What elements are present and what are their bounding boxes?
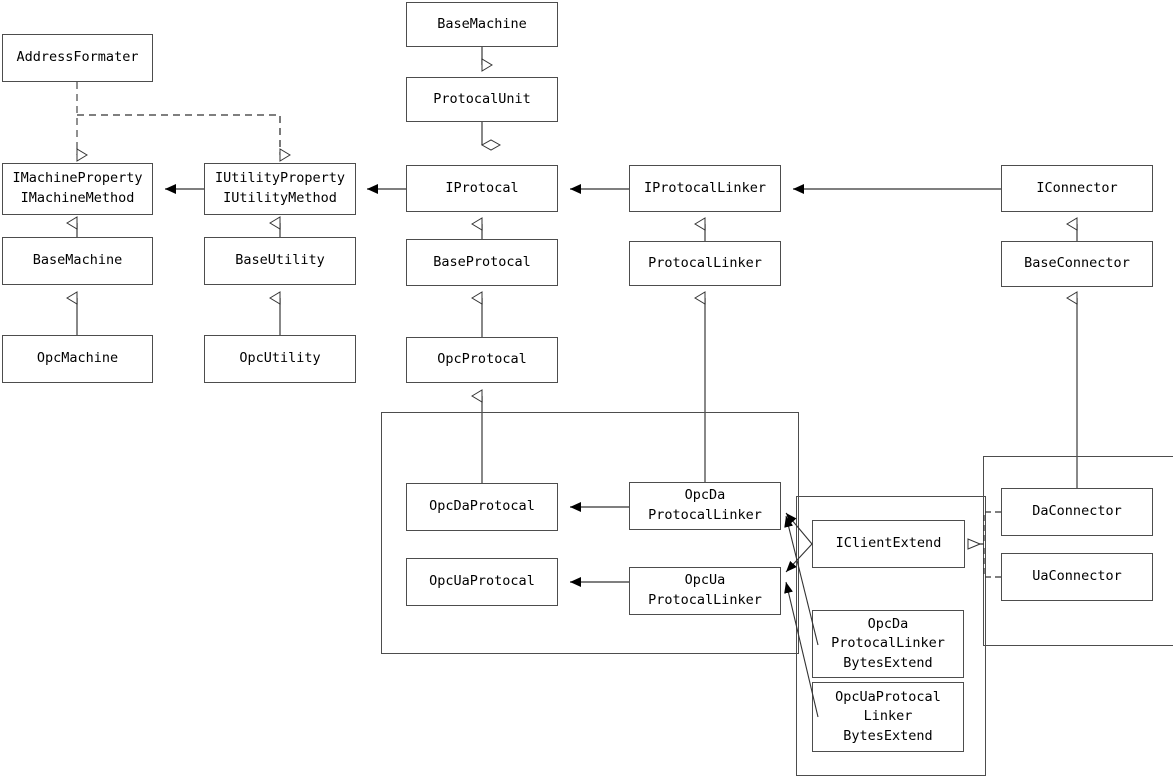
node-opc-ua-protocal-linker[interactable]: OpcUa ProtocalLinker <box>629 567 781 615</box>
node-opc-protocal[interactable]: OpcProtocal <box>406 337 558 383</box>
connector-group-box <box>983 456 1173 646</box>
node-base-protocal[interactable]: BaseProtocal <box>406 239 558 286</box>
node-iconnector[interactable]: IConnector <box>1001 165 1153 212</box>
node-base-machine-top[interactable]: BaseMachine <box>406 2 558 47</box>
node-iclient-extend[interactable]: IClientExtend <box>812 520 965 568</box>
node-base-connector[interactable]: BaseConnector <box>1001 241 1153 287</box>
node-base-utility[interactable]: BaseUtility <box>204 237 356 285</box>
node-da-connector[interactable]: DaConnector <box>1001 488 1153 536</box>
node-opc-da-protocal-linker-bytes-extend[interactable]: OpcDa ProtocalLinker BytesExtend <box>812 610 964 678</box>
node-iprotocal[interactable]: IProtocal <box>406 165 558 212</box>
node-opc-da-protocal[interactable]: OpcDaProtocal <box>406 483 558 531</box>
node-iprotocal-linker[interactable]: IProtocalLinker <box>629 165 781 212</box>
node-opc-ua-protocal[interactable]: OpcUaProtocal <box>406 558 558 606</box>
node-opc-utility[interactable]: OpcUtility <box>204 335 356 383</box>
node-opc-ua-protocal-linker-bytes-extend[interactable]: OpcUaProtocal Linker BytesExtend <box>812 682 964 752</box>
node-opc-da-protocal-linker[interactable]: OpcDa ProtocalLinker <box>629 482 781 530</box>
node-protocal-linker[interactable]: ProtocalLinker <box>629 241 781 286</box>
node-base-machine[interactable]: BaseMachine <box>2 237 153 285</box>
node-protocal-unit[interactable]: ProtocalUnit <box>406 77 558 122</box>
node-imachine-property-method[interactable]: IMachineProperty IMachineMethod <box>2 163 153 215</box>
edge-address-formater-to-iutility <box>77 114 291 162</box>
node-iutility-property-method[interactable]: IUtilityProperty IUtilityMethod <box>204 163 356 215</box>
protocal-linker-group-box <box>381 412 799 654</box>
node-opc-machine[interactable]: OpcMachine <box>2 335 153 383</box>
node-address-formater[interactable]: AddressFormater <box>2 34 153 82</box>
node-ua-connector[interactable]: UaConnector <box>1001 553 1153 601</box>
